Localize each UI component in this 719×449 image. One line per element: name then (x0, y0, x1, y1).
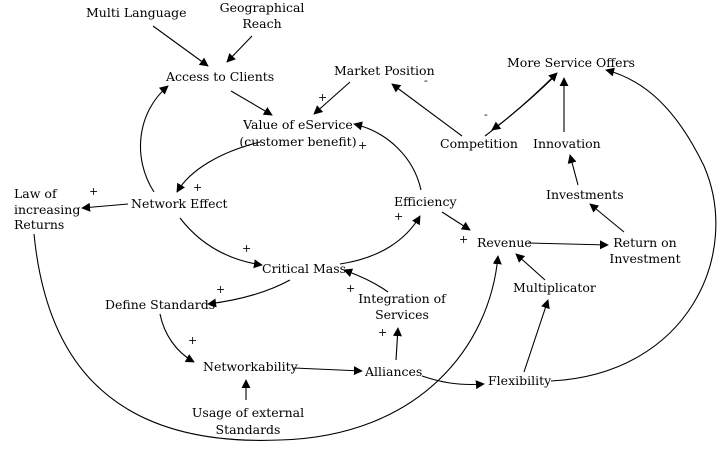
node-roi-line1: Return on (613, 235, 676, 250)
node-investments: Investments (546, 187, 624, 202)
node-integration-of-services: Integration of Services (358, 291, 447, 322)
sign-competition-to-market: - (424, 74, 428, 87)
node-value-line1: Value of eService (242, 117, 353, 132)
edge-efficiency-to-revenue (441, 211, 471, 231)
node-usage-of-external-standards: Usage of external Standards (192, 405, 304, 437)
sign-integration-to-critical: + (346, 282, 355, 295)
node-access-to-clients: Access to Clients (165, 69, 274, 84)
node-multiplicator: Multiplicator (513, 280, 596, 295)
node-revenue: Revenue (477, 235, 532, 250)
node-law-line2: increasing (14, 202, 80, 217)
edge-law-to-revenue (33, 233, 502, 441)
edge-network-to-access (139, 85, 169, 193)
node-usage-line1: Usage of external (192, 405, 304, 420)
edge-more-offers-to-competition (491, 74, 557, 131)
node-alliances: Alliances (364, 364, 422, 379)
node-innovation: Innovation (533, 136, 601, 151)
sign-efficiency-to-value: + (358, 139, 367, 152)
node-law-line1: Law of (14, 186, 58, 201)
edge-multiplicator-to-revenue (515, 253, 546, 281)
edge-competition-to-market (391, 83, 463, 137)
edge-flexibility-to-multiplicator (523, 299, 550, 373)
sign-market-to-value: + (318, 91, 327, 104)
node-law-of-increasing-returns: Law of increasing Returns (14, 186, 80, 232)
node-flexibility: Flexibility (488, 373, 552, 388)
edge-efficiency-to-value (353, 121, 422, 191)
node-usage-line2: Standards (216, 422, 281, 437)
sign-efficiency-to-revenue: + (459, 233, 468, 246)
edge-alliances-to-flexibility (421, 375, 485, 390)
edge-critical-to-efficiency (339, 215, 421, 265)
edge-value-to-network (176, 141, 261, 193)
edge-network-to-critical (179, 217, 263, 269)
node-multi-language: Multi Language (86, 5, 187, 20)
node-competition: Competition (440, 136, 518, 151)
edge-roi-to-investments (589, 203, 625, 233)
sign-value-to-network: + (193, 181, 202, 194)
edge-network-to-law (81, 202, 129, 212)
edge-standards-to-networkability (159, 313, 195, 363)
edge-investments-to-innovation (567, 154, 579, 186)
sign-competition-to-more-offers: - (484, 108, 488, 121)
node-integration-line1: Integration of (358, 291, 447, 306)
sign-network-to-law: + (89, 185, 98, 198)
edge-revenue-to-roi (527, 240, 609, 250)
edge-access-to-value (230, 90, 273, 116)
edge-alliances-to-integration (393, 327, 402, 361)
node-more-service-offers: More Service Offers (507, 55, 635, 70)
edge-multi-language-to-access (152, 25, 209, 67)
node-network-effect: Network Effect (131, 196, 228, 211)
edge-integration-to-critical (343, 268, 389, 293)
polarity-signs: + - - + + + + + + + + + + (89, 74, 488, 347)
sign-standards-to-networkability: + (188, 334, 197, 347)
node-efficiency: Efficiency (394, 194, 457, 209)
nodes: Multi Language Geographical Reach Access… (14, 0, 681, 437)
node-geographical-reach-line1: Geographical (220, 0, 305, 15)
node-integration-line2: Services (375, 307, 429, 322)
node-return-on-investment: Return on Investment (609, 235, 680, 266)
node-roi-line2: Investment (609, 251, 680, 266)
edge-geo-reach-to-access (226, 35, 253, 63)
node-geographical-reach-line2: Reach (242, 16, 281, 31)
edge-networkability-to-alliances (293, 366, 363, 376)
edge-critical-to-standards (207, 279, 291, 308)
sign-critical-to-efficiency: + (394, 210, 403, 223)
sign-critical-to-standards: + (216, 283, 225, 296)
edges (33, 25, 717, 441)
sign-network-to-critical: + (242, 242, 251, 255)
sign-alliances-to-integration: + (378, 326, 387, 339)
node-value-line2: (customer benefit) (239, 134, 356, 149)
node-define-standards: Define Standards (105, 297, 215, 312)
node-geographical-reach: Geographical Reach (220, 0, 305, 31)
node-market-position: Market Position (334, 63, 435, 78)
node-critical-mass: Critical Mass (262, 261, 346, 276)
node-value-of-eservice: Value of eService (customer benefit) (239, 117, 356, 149)
node-law-line3: Returns (14, 217, 64, 232)
edge-market-to-value (313, 81, 351, 115)
node-networkability: Networkability (203, 359, 299, 374)
edge-flexibility-to-more-offers (550, 67, 717, 382)
